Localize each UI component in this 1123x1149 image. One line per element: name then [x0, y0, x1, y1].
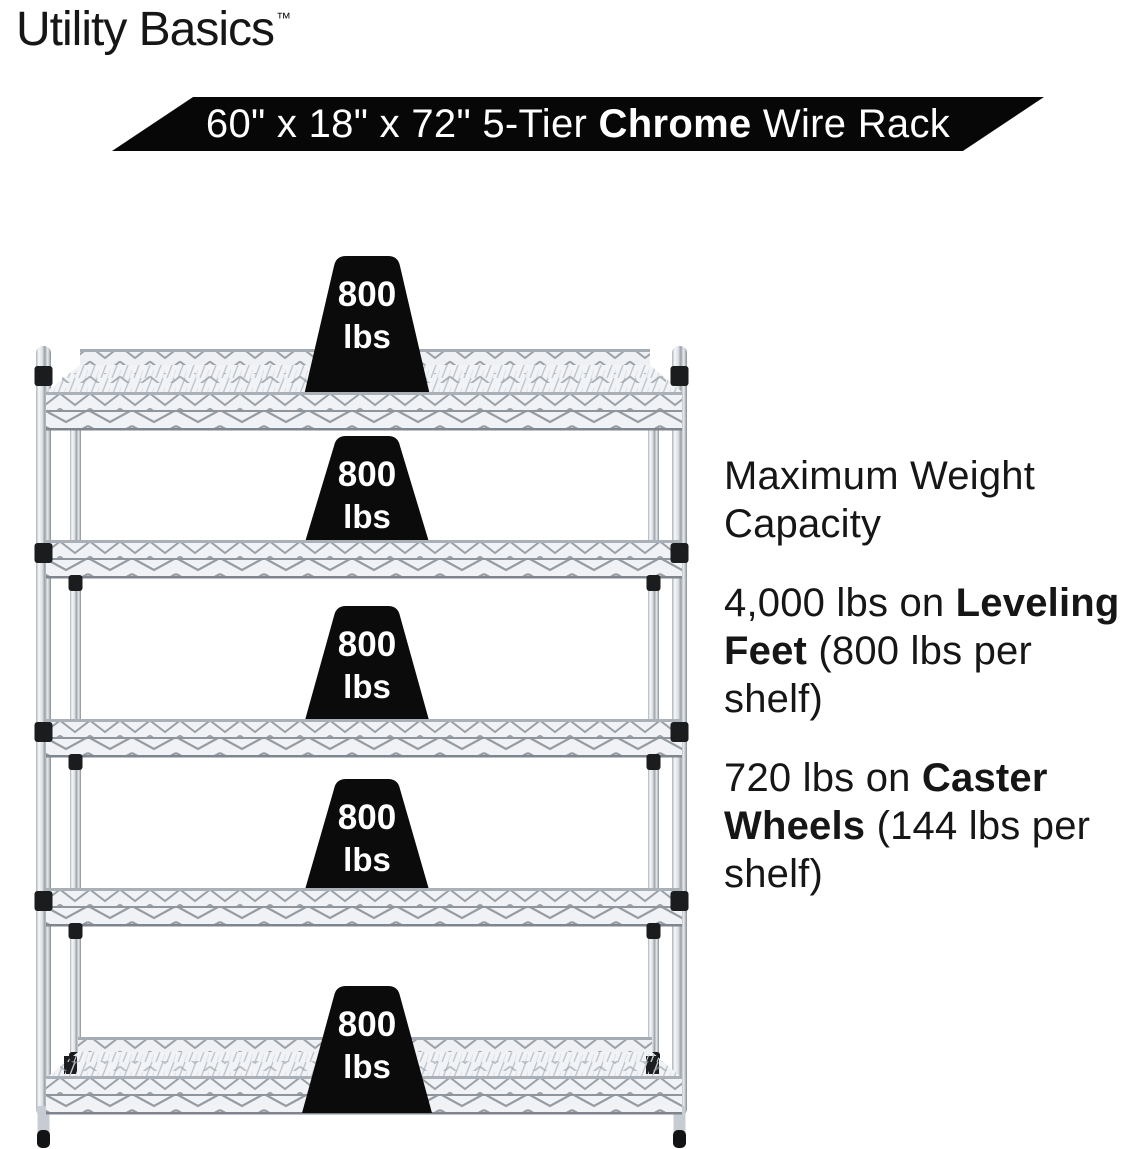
- weight-unit: lbs: [343, 498, 391, 535]
- leveling-bold: Leveling Feet: [724, 581, 1120, 673]
- banner-text-suffix: Wire Rack: [751, 101, 951, 146]
- leveling-feet-capacity: 4,000 lbs on Leveling Feet (800 lbs per …: [724, 579, 1123, 723]
- banner-text-prefix: 60" x 18" x 72" 5-Tier: [205, 101, 599, 146]
- weight-value: 800: [338, 275, 396, 314]
- weight-value: 800: [338, 798, 396, 837]
- caster-bold: Caster Wheels: [724, 756, 1048, 848]
- capacity-heading: Maximum Weight Capacity: [724, 454, 1036, 546]
- weight-icon: 800 lbs: [302, 779, 432, 900]
- weight-icon: 800 lbs: [302, 436, 432, 552]
- caster-wheels-capacity: 720 lbs on Caster Wheels (144 lbs per sh…: [724, 754, 1123, 898]
- weight-icon: 800 lbs: [302, 606, 432, 731]
- weight-value: 800: [338, 625, 396, 664]
- brand-name: Utility Basics: [16, 3, 275, 56]
- trademark-symbol: ™: [276, 10, 292, 27]
- caster-prefix: 720 lbs on: [724, 756, 922, 800]
- title-banner: 60" x 18" x 72" 5-Tier Chrome Wire Rack: [112, 97, 1044, 151]
- weight-value: 800: [338, 1005, 396, 1044]
- post-collars: [34, 366, 689, 939]
- leveling-suffix: (800 lbs per shelf): [724, 629, 1032, 721]
- weight-unit: lbs: [343, 841, 391, 878]
- capacity-info: Maximum Weight Capacity 4,000 lbs on Lev…: [724, 452, 1123, 929]
- banner-text-bold: Chrome: [598, 101, 752, 146]
- weight-icon: 800 lbs: [302, 256, 432, 404]
- weight-unit: lbs: [343, 1048, 391, 1085]
- leveling-foot: [673, 1130, 686, 1148]
- weight-icon: 800 lbs: [302, 986, 432, 1113]
- caster-suffix: (144 lbs per shelf): [724, 804, 1091, 896]
- weight-value: 800: [338, 455, 396, 494]
- leveling-foot: [37, 1130, 50, 1148]
- weight-unit: lbs: [343, 668, 391, 705]
- weight-unit: lbs: [343, 318, 391, 355]
- leveling-prefix: 4,000 lbs on: [724, 581, 956, 625]
